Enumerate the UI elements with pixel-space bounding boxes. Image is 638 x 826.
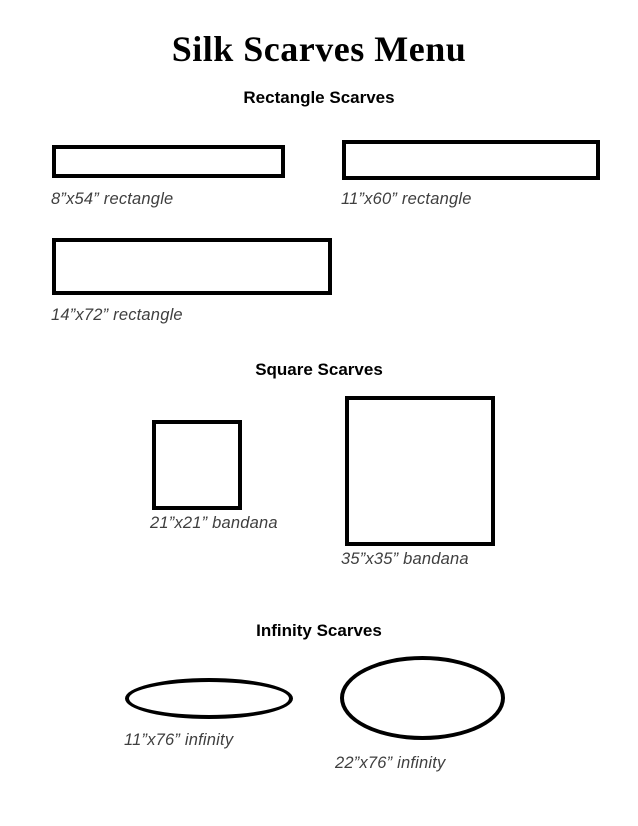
shape-label-22x76: 22”x76” infinity: [335, 754, 446, 772]
shape-label-8x54: 8”x54” rectangle: [51, 190, 174, 208]
shape-square-21x21: [152, 420, 242, 510]
section-header-rectangle-scarves: Rectangle Scarves: [243, 88, 395, 107]
shape-rectangle-11x60: [342, 140, 600, 180]
shape-label-14x72: 14”x72” rectangle: [51, 306, 183, 324]
shape-label-11x76: 11”x76” infinity: [124, 731, 234, 749]
page-title: Silk Scarves Menu: [171, 29, 467, 69]
shape-rectangle-8x54: [52, 145, 285, 178]
shape-label-35x35: 35”x35” bandana: [341, 550, 469, 568]
section-header-infinity-scarves: Infinity Scarves: [256, 621, 382, 640]
shape-ellipse-22x76: [340, 656, 505, 740]
section-header-square-scarves: Square Scarves: [255, 360, 383, 379]
shape-label-21x21: 21”x21” bandana: [150, 514, 278, 532]
shape-rectangle-14x72: [52, 238, 332, 295]
shape-label-11x60: 11”x60” rectangle: [341, 190, 472, 208]
shape-ellipse-11x76: [125, 678, 293, 719]
shape-square-35x35: [345, 396, 495, 546]
